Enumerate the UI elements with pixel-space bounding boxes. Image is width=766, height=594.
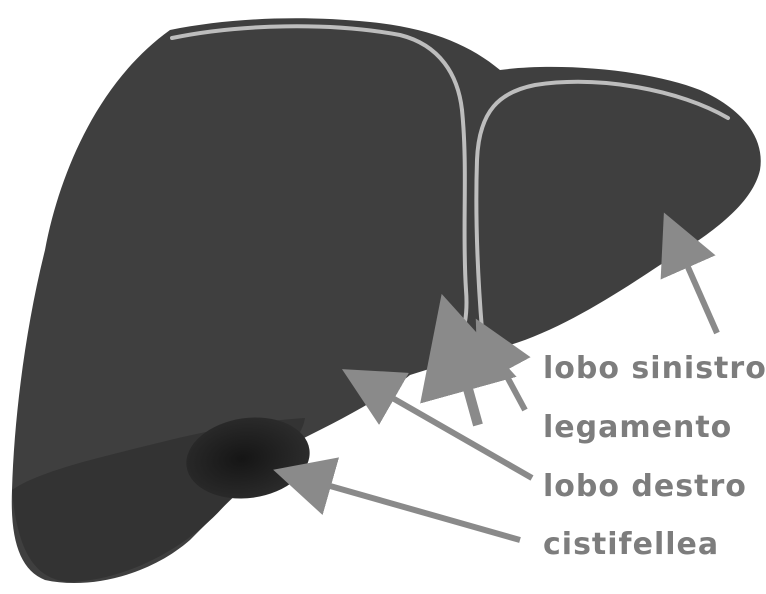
arrow-ligament-secondary: [490, 345, 525, 410]
label-ligament: legamento: [543, 413, 732, 443]
label-gallbladder: cistifellea: [543, 530, 719, 560]
arrow-left-lobe: [676, 240, 717, 333]
arrow-gallbladder: [302, 478, 520, 540]
label-right-lobe: lobo destro: [543, 472, 747, 502]
arrow-right-lobe: [368, 384, 532, 478]
label-left-lobe: lobo sinistro: [543, 354, 766, 384]
